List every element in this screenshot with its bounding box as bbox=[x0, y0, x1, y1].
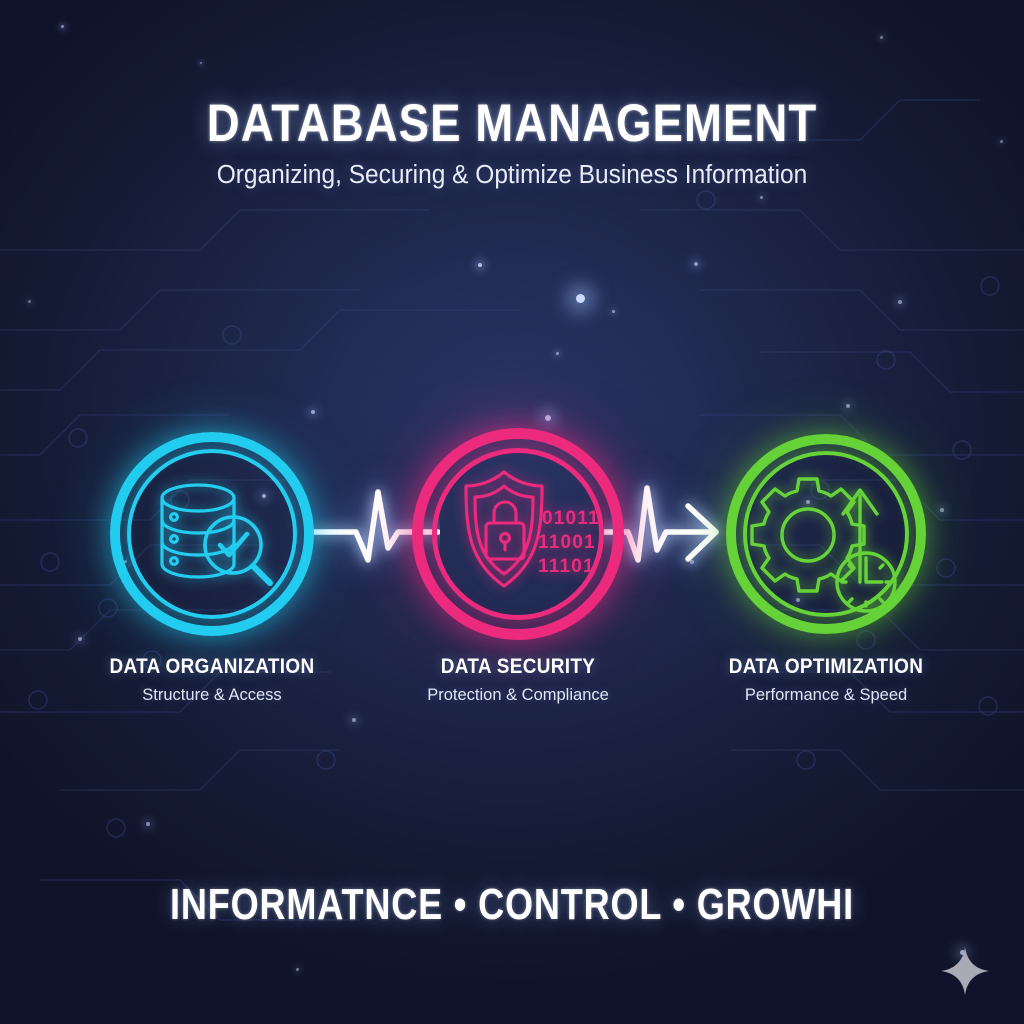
page-title: DATABASE MANAGEMENT bbox=[206, 94, 818, 153]
footer-tagline: INFORMATNCE • CONTROL • GROWHI bbox=[170, 880, 854, 929]
step-data-organization[interactable]: DATA ORGANIZATION Structure & Access bbox=[110, 432, 314, 704]
binary-row-1: 01011 bbox=[542, 508, 600, 529]
caption-data-security: DATA SECURITY Protection & Compliance bbox=[353, 654, 683, 705]
caption-data-optimization: DATA OPTIMIZATION Performance & Speed bbox=[661, 654, 991, 705]
four-point-star-icon bbox=[941, 947, 989, 995]
ring-inner-optimization bbox=[743, 451, 909, 617]
ring-outer-optimization bbox=[726, 434, 926, 634]
step-title: DATA SECURITY bbox=[440, 654, 596, 678]
footer: INFORMATNCE • CONTROL • GROWHI bbox=[0, 880, 1024, 930]
step-title: DATA ORGANIZATION bbox=[109, 654, 315, 678]
page-subtitle: Organizing, Securing & Optimize Business… bbox=[216, 161, 808, 190]
binary-row-3: 11101 bbox=[538, 556, 595, 577]
ring-inner-organization bbox=[127, 449, 297, 619]
step-subtitle: Performance & Speed bbox=[744, 686, 908, 704]
header: DATABASE MANAGEMENT Organizing, Securing… bbox=[0, 96, 1024, 190]
binary-row-2: 11001 bbox=[538, 532, 596, 553]
pulse-connector-2 bbox=[604, 485, 719, 563]
ring-inner-security bbox=[432, 448, 604, 620]
step-data-optimization[interactable]: DATA OPTIMIZATION Performance & Speed bbox=[726, 434, 926, 704]
pulse-connector-1 bbox=[312, 489, 440, 563]
ring-outer-security bbox=[412, 428, 624, 640]
step-subtitle: Structure & Access bbox=[142, 686, 282, 704]
gear-arrow-clock-icon bbox=[750, 477, 897, 613]
database-search-check-icon bbox=[160, 483, 273, 586]
step-data-security[interactable]: 01011 11001 11101 DATA SECURITY Protecti… bbox=[412, 428, 624, 704]
ring-outer-organization bbox=[110, 432, 314, 636]
step-subtitle: Protection & Compliance bbox=[427, 686, 609, 704]
caption-data-organization: DATA ORGANIZATION Structure & Access bbox=[47, 654, 377, 705]
step-title: DATA OPTIMIZATION bbox=[728, 654, 924, 678]
shield-lock-binary-icon: 01011 11001 11101 bbox=[464, 470, 600, 588]
